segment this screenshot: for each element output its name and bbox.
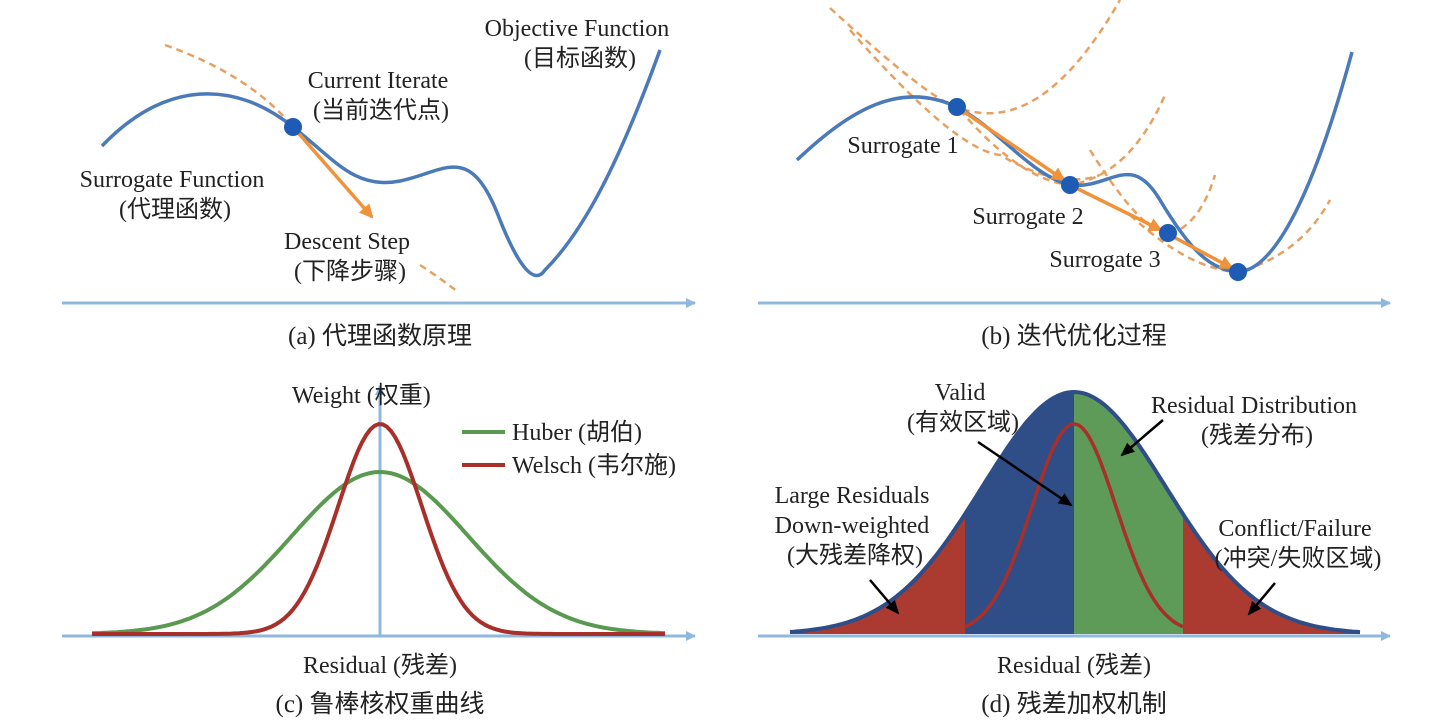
panel-b-step-3-arrow [1167,232,1234,270]
panel-a-iterate-label: Current Iterate (当前迭代点) [308,68,455,124]
panel-a-surrogate-curve [164,43,294,128]
panel-d: Valid (有效区域) Residual Distribution (残差分布… [758,380,1391,718]
panel-a-descent-step-arrow [291,125,374,219]
panel-c: Weight (权重) Huber (胡伯) Welsch (韦尔施) Resi… [62,382,696,718]
panel-a-caption: (a) 代理函数原理 [288,322,472,350]
panel-a-objective-curve [100,49,662,278]
legend-huber-label: Huber (胡伯) [512,419,642,446]
panel-d-large-residual-region [790,514,965,634]
panel-d-conflict-label: Conflict/Failure (冲突/失败区域) [1215,516,1382,572]
panel-b-iterate-point-2 [1061,176,1079,194]
panel-a-current-iterate-point [284,118,302,136]
panel-d-weight-curve [964,422,1184,629]
panel-a-surrogate-label: Surrogate Function (代理函数) [80,167,271,223]
panel-c-xlabel: Residual (残差) [303,652,457,679]
panel-b-iterate-point-4 [1229,263,1247,281]
panel-d-valid-label: Valid (有效区域) [907,380,1019,436]
panel-b-surrogate-3-label: Surrogate 3 [1049,247,1160,273]
panel-d-valid-pointer [977,440,1073,507]
panel-b-step-1-arrow [956,105,1066,182]
panel-d-valid-region-right [1074,392,1183,634]
legend-welsch-label: Welsch (韦尔施) [512,452,676,479]
panel-c-caption: (c) 鲁棒核权重曲线 [276,690,485,718]
panel-a-step-label: Descent Step (下降步骤) [284,229,416,285]
panel-d-conflict-region [1183,514,1360,634]
panel-c-legend: Huber (胡伯) Welsch (韦尔施) [462,419,676,479]
panel-c-huber-curve [91,469,666,636]
panel-d-large-pointer [869,579,900,615]
panel-a-surrogate-curve-tail [419,263,459,293]
panel-b-iterate-point-1 [948,98,966,116]
panel-b-step-2-arrow [1069,183,1163,232]
panel-d-conflict-pointer [1247,582,1276,616]
panel-b: Surrogate 1 Surrogate 2 Surrogate 3 (b) … [758,0,1391,350]
panel-d-valid-region-left [965,392,1074,634]
panel-b-surrogate-1-label: Surrogate 1 [847,133,958,159]
panel-c-ylabel: Weight (权重) [292,382,431,409]
panel-b-objective-curve [795,51,1354,274]
panel-b-surrogate-2-curve [959,94,1167,187]
panel-b-surrogate-2-label: Surrogate 2 [972,204,1083,230]
panel-a-objective-label: Objective Function (目标函数) [485,16,676,72]
panel-b-surrogate-2-outer [1088,149,1217,237]
panel-a: Objective Function (目标函数) Current Iterat… [62,16,696,350]
panel-d-caption: (d) 残差加权机制 [981,690,1166,718]
panel-d-distribution-label: Residual Distribution (残差分布) [1151,393,1363,449]
panel-b-iterate-point-3 [1159,224,1177,242]
panel-b-surrogate-1-curve [829,0,1122,115]
panel-b-caption: (b) 迭代优化过程 [981,322,1166,350]
panel-d-distribution-outline [789,389,1361,635]
panel-d-large-residual-label: Large Residuals Down-weighted (大残差降权) [775,483,936,569]
panel-d-xlabel: Residual (残差) [997,652,1151,679]
panel-d-distribution-pointer [1120,419,1164,457]
panel-c-welsch-curve [92,422,665,636]
